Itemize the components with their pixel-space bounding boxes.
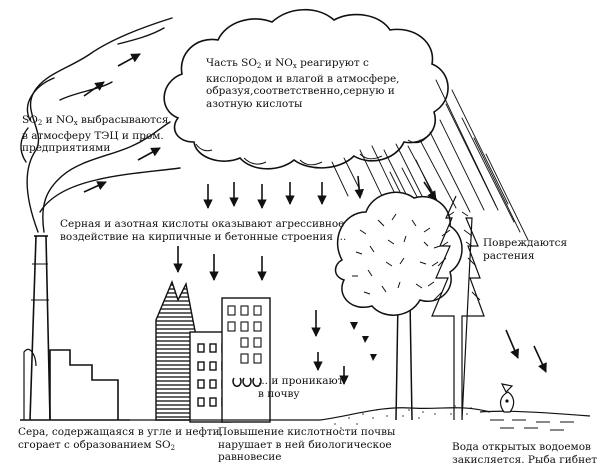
- text-run: в почву: [258, 387, 300, 400]
- label-line: растения: [483, 250, 567, 263]
- text-run: Часть SO: [206, 57, 257, 69]
- rain-streaks: [331, 79, 529, 241]
- subscript: x: [73, 119, 78, 127]
- subscript: 2: [170, 443, 176, 452]
- label-line: сгорает с образованием SO2: [18, 439, 223, 455]
- chimney-left-edge: [29, 235, 37, 421]
- label-line: кислородом и влагой в атмосфере,: [206, 73, 400, 86]
- text-run: Повреждаются: [483, 237, 568, 249]
- fish-icon: [499, 383, 515, 413]
- label-line: SO2 и NOx выбрасываются: [22, 114, 169, 130]
- text-run: реагируют с: [296, 57, 369, 69]
- deciduous-tree: [334, 191, 463, 421]
- subscript: 2: [37, 119, 43, 127]
- label-line: Серная и азотная кислоты оказывают агрес…: [60, 218, 346, 231]
- text-run: SO: [22, 114, 38, 126]
- text-run: азотную кислоты: [206, 97, 303, 110]
- water-body: [479, 410, 591, 431]
- text-run: в атмосферу ТЭЦ и пром.: [22, 129, 164, 142]
- text-run: закисляется. Рыба гибнет: [452, 453, 598, 466]
- label-line: азотную кислоты: [206, 98, 400, 111]
- text-run: и NO: [42, 114, 74, 126]
- label-line: воздействие на кирпичные и бетонные стро…: [60, 231, 346, 244]
- label-line: предприятиями: [22, 142, 169, 155]
- factory-outline: [49, 349, 119, 420]
- text-run: Серная и азотная кислоты оказывают агрес…: [60, 218, 345, 230]
- text-run: предприятиями: [22, 142, 111, 154]
- text-run: ... и проникают: [258, 375, 344, 387]
- power-station: [20, 235, 130, 421]
- label-sulfur-burning: Сера, содержащаяся в угле и нефти,сгорае…: [18, 426, 223, 454]
- label-line: Повышение кислотности почвы: [218, 426, 395, 439]
- label-line: Вода открытых водоемов: [452, 441, 597, 454]
- text-run: образуя,соответственно,серную и: [206, 85, 395, 97]
- text-run: растения: [483, 249, 535, 262]
- corrosion-marks: [232, 377, 262, 387]
- label-line: Повреждаются: [483, 237, 567, 250]
- label-buildings-damage: Серная и азотная кислоты оказывают агрес…: [60, 218, 346, 243]
- label-line: закисляется. Рыба гибнет: [452, 454, 597, 467]
- label-line: ... и проникают: [258, 375, 344, 388]
- subscript: 2: [256, 62, 262, 70]
- text-run: кислородом и влагой в атмосфере,: [206, 72, 400, 85]
- cloud-underside-texture: [195, 137, 427, 166]
- label-line: в почву: [258, 388, 344, 401]
- label-line: Сера, содержащаяся в угле и нефти,: [18, 426, 223, 439]
- label-line: в атмосферу ТЭЦ и пром.: [22, 130, 169, 143]
- conifer-tree: [431, 195, 485, 421]
- office-building: [221, 297, 271, 423]
- label-line: образуя,соответственно,серную и: [206, 85, 400, 98]
- text-run: выбрасываются: [77, 114, 169, 126]
- text-run: сгорает с образованием SO: [18, 438, 171, 451]
- label-line: нарушает в ней биологическое: [218, 439, 395, 452]
- rain-arrows: [173, 175, 547, 385]
- text-run: Сера, содержащаяся в угле и нефти,: [18, 426, 223, 438]
- subscript: x: [292, 62, 297, 70]
- text-run: Повышение кислотности почвы: [218, 426, 396, 438]
- label-line: равновесие: [218, 451, 395, 464]
- text-run: нарушает в ней биологическое: [218, 438, 392, 451]
- text-run: и NO: [261, 57, 293, 69]
- text-run: равновесие: [218, 451, 282, 463]
- label-line: Часть SO2 и NOx реагируют с: [206, 57, 400, 73]
- ground: [130, 405, 491, 429]
- smoke-plume: [20, 17, 181, 233]
- text-run: воздействие на кирпичные и бетонные стро…: [60, 230, 347, 243]
- text-run: Вода открытых водоемов: [452, 441, 591, 453]
- cloud: [163, 9, 449, 170]
- smoke-arrows: [83, 53, 161, 193]
